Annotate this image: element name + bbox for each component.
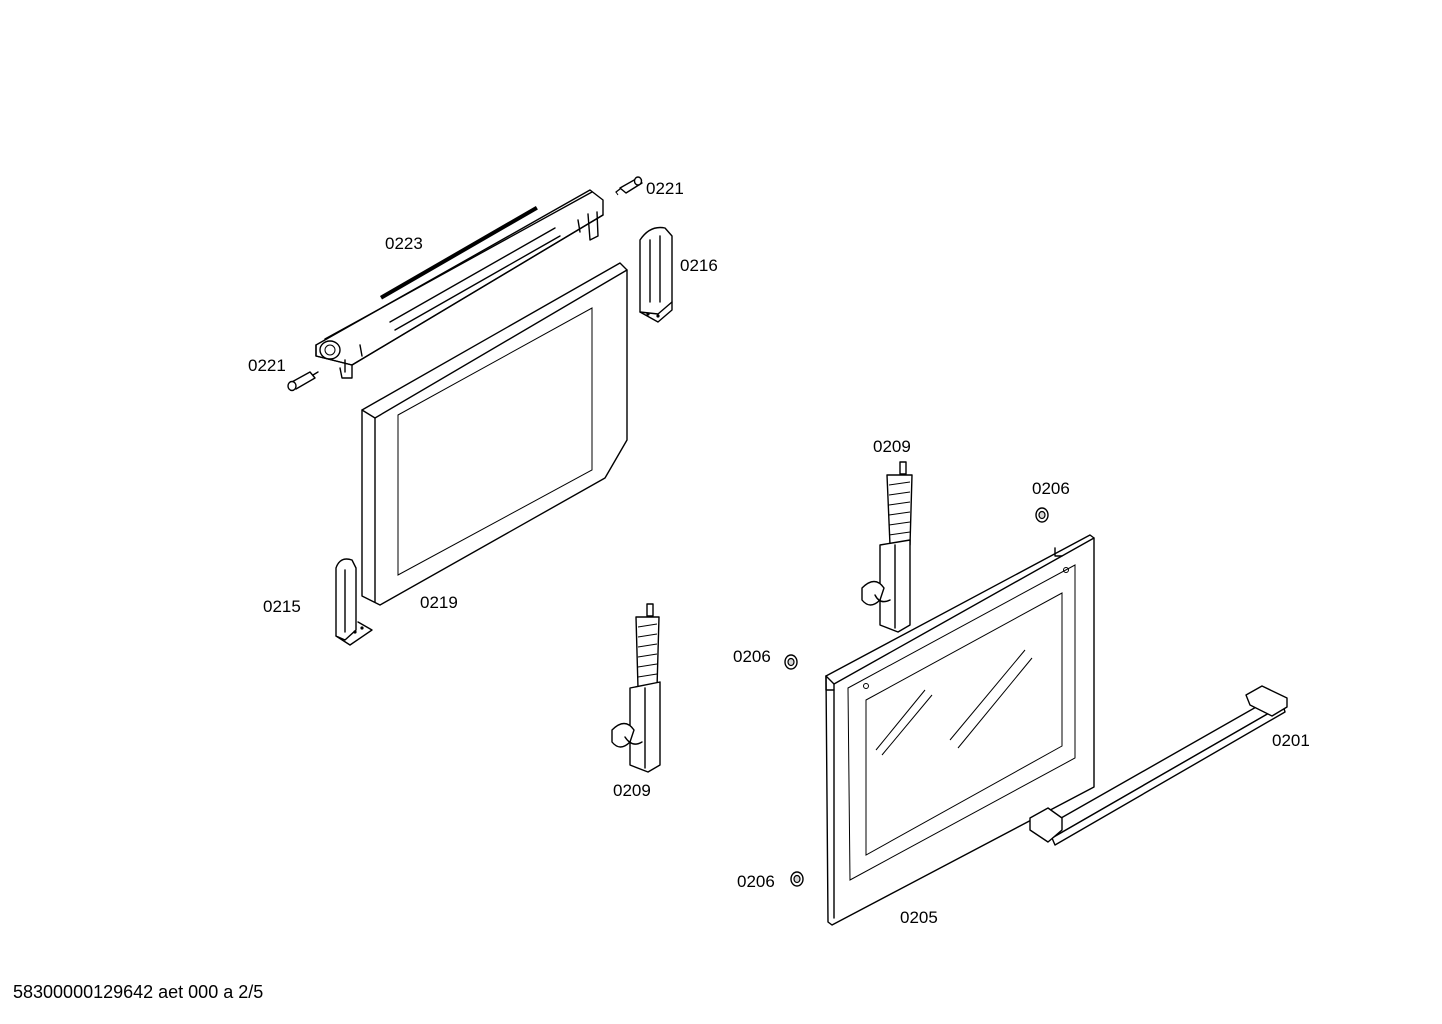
part-0215-side-bracket-left <box>335 558 373 646</box>
label-part-0206-mid: 0206 <box>733 647 771 666</box>
label-part-0219: 0219 <box>420 593 458 612</box>
label-part-0209-lower: 0209 <box>613 781 651 800</box>
label-part-0209-upper: 0209 <box>873 437 911 456</box>
label-part-0215: 0215 <box>263 597 301 616</box>
part-0219-inner-glass-panel <box>361 262 628 606</box>
part-0221-pin-top <box>615 176 643 194</box>
label-part-0221-top: 0221 <box>646 179 684 198</box>
part-0209-hinge-upper <box>861 461 913 633</box>
label-part-0205: 0205 <box>900 908 938 927</box>
part-0209-hinge-lower <box>611 603 661 773</box>
label-part-0206-upper: 0206 <box>1032 479 1070 498</box>
part-0206-screw-upper <box>1035 507 1049 523</box>
leader-lines <box>615 191 619 196</box>
part-0216-side-bracket-right <box>639 226 673 323</box>
label-part-0221-left: 0221 <box>248 356 286 375</box>
document-id: 58300000129642 aet 000 a 2/5 <box>13 982 264 1002</box>
label-part-0223: 0223 <box>385 234 423 253</box>
part-0223-door-trim-strip <box>315 189 604 379</box>
part-0206-screw-lower <box>790 871 804 887</box>
label-part-0206-lower: 0206 <box>737 872 775 891</box>
part-0206-screw-mid <box>784 654 798 670</box>
part-0205-outer-door-glass <box>825 534 1095 926</box>
part-0221-pin-left <box>287 371 319 392</box>
part-0201-door-handle <box>1029 685 1288 846</box>
label-part-0201: 0201 <box>1272 731 1310 750</box>
label-part-0216: 0216 <box>680 256 718 275</box>
